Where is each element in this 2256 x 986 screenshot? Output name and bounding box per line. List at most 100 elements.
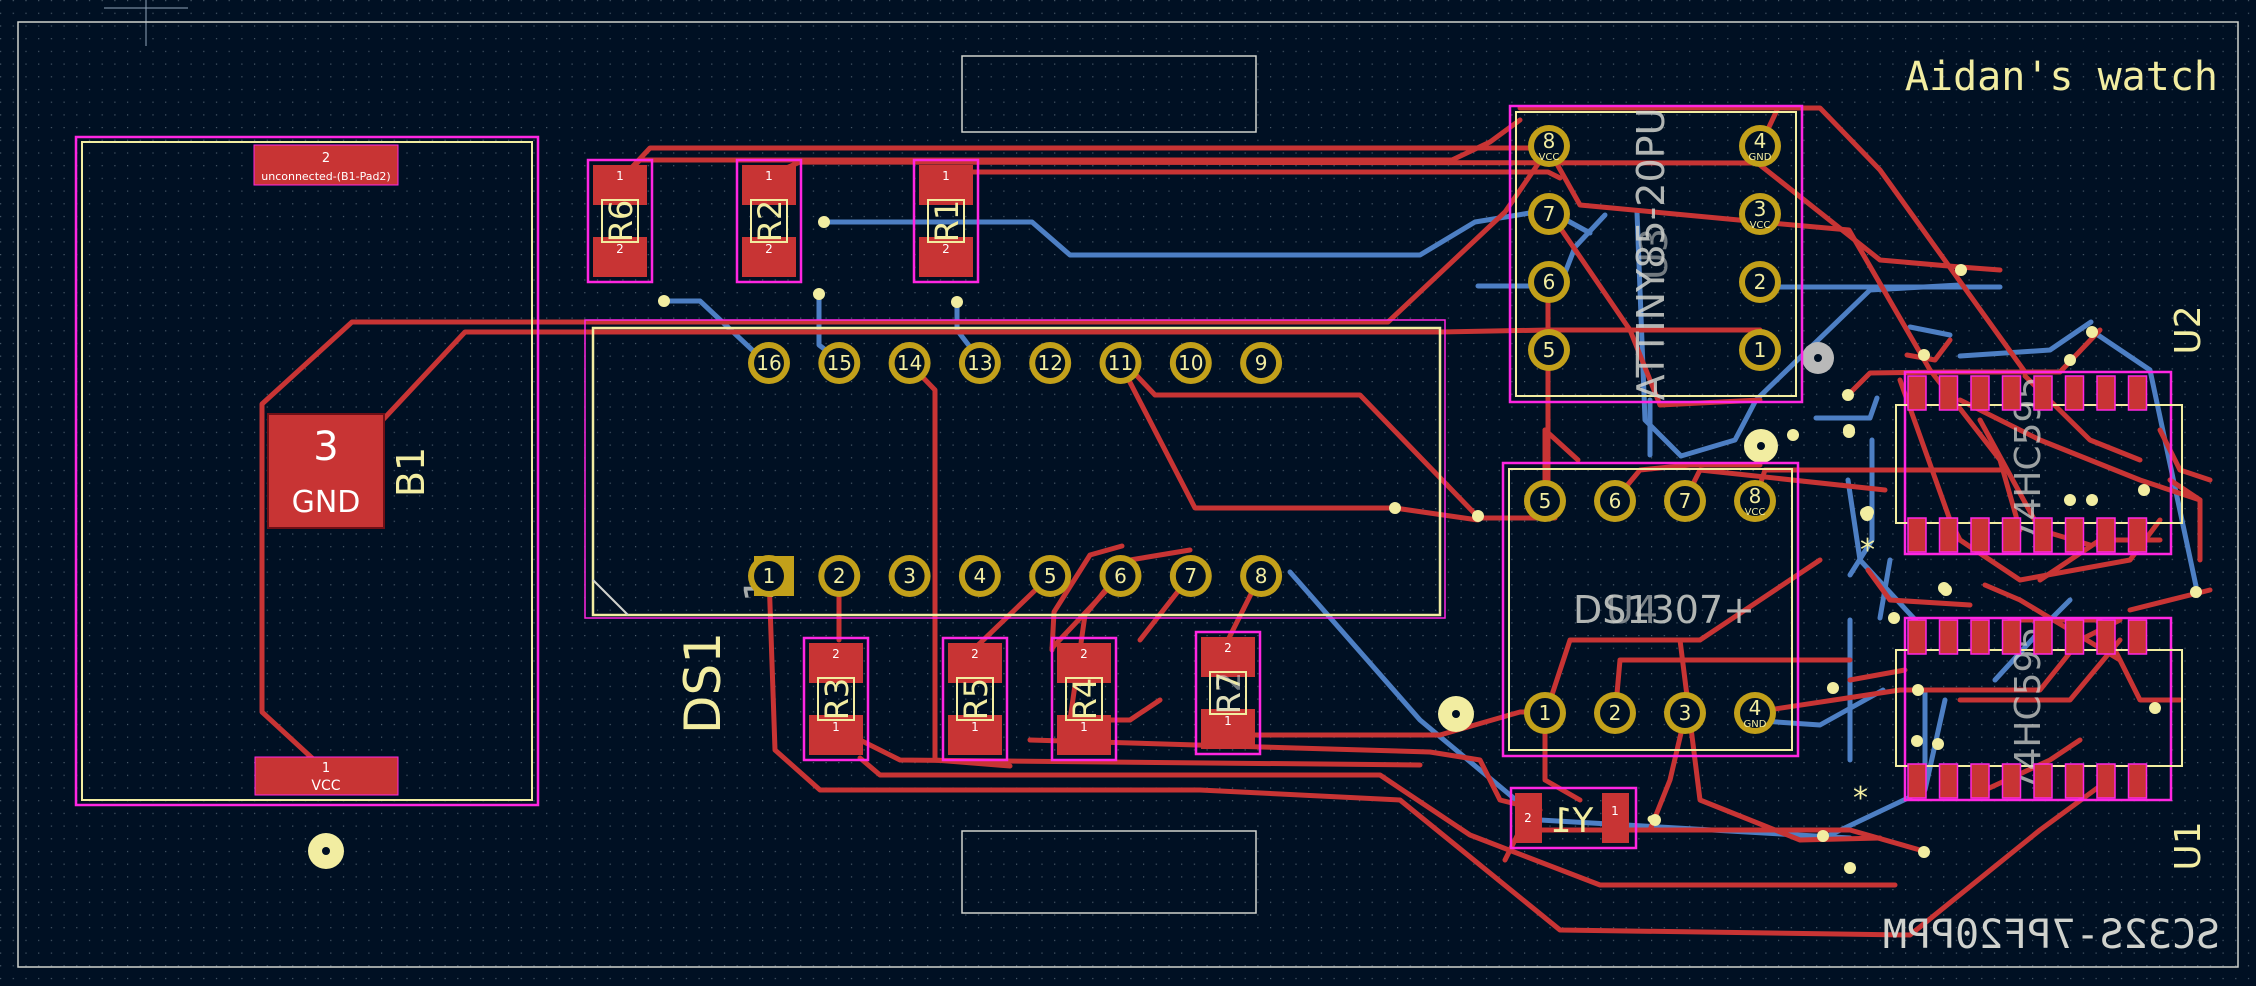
u4-pin-3[interactable]: 3 <box>1664 692 1706 734</box>
ds1-pin-9[interactable]: 9 <box>1240 342 1283 384</box>
u1-pad-top-4[interactable] <box>2001 619 2022 655</box>
chip-u2[interactable]: 74HC595 U2 * <box>1860 305 2209 568</box>
ds1-pin-7[interactable]: 7 <box>1169 555 1212 597</box>
ds1-pin-4[interactable]: 4 <box>958 555 1001 597</box>
r5-pad-top[interactable] <box>948 643 1002 683</box>
ds1-pin-16[interactable]: 16 <box>748 342 790 384</box>
u3-pin-6[interactable]: 6 <box>1528 261 1570 303</box>
u1-pad-bottom-8[interactable] <box>2127 763 2148 799</box>
ds1-pin-3[interactable]: 3 <box>888 555 931 597</box>
ds1-pin-15[interactable]: 15 <box>818 342 861 384</box>
u1-pad-bottom-6[interactable] <box>2064 763 2085 799</box>
u2-pad-top-3[interactable] <box>1970 375 1990 411</box>
u2-pad-top-8[interactable] <box>2127 375 2148 411</box>
u2-pad-top-4[interactable] <box>2001 375 2022 411</box>
r2-pad-top[interactable] <box>742 165 796 205</box>
u2-pad-bottom-1[interactable] <box>1907 517 1927 553</box>
u4-pin-1[interactable]: 1 <box>1524 692 1566 734</box>
ds1-pin-12[interactable]: 12 <box>1029 342 1072 384</box>
u2-pad-bottom-3[interactable] <box>1970 517 1990 553</box>
u1-pad-top-6[interactable] <box>2064 619 2085 655</box>
ds1-pin-1[interactable]: 1 <box>748 555 790 597</box>
r1-pad-top[interactable] <box>919 165 973 205</box>
u2-pad-top-7[interactable] <box>2096 375 2116 411</box>
u1-pad-bottom-1[interactable] <box>1907 763 1927 799</box>
r6-pad-bottom[interactable] <box>593 237 647 277</box>
ds1-pin-8[interactable]: 8 <box>1240 555 1283 597</box>
y1-pad1[interactable] <box>1602 793 1629 843</box>
u4-pin-6[interactable]: 6 <box>1594 480 1636 522</box>
u2-pad-top-6[interactable] <box>2064 375 2085 411</box>
u3-pin-5[interactable]: 5 <box>1528 329 1570 371</box>
u1-pad-bottom-5[interactable] <box>2033 763 2053 799</box>
ds1-pin-2[interactable]: 2 <box>818 555 861 597</box>
b1-pad2[interactable] <box>253 144 399 186</box>
u2-pad-top-1[interactable] <box>1907 375 1927 411</box>
r7-pad-bottom[interactable] <box>1201 709 1255 749</box>
ds1-pin-13[interactable]: 13 <box>958 342 1001 384</box>
r4-pad-bottom[interactable] <box>1057 715 1111 755</box>
ds1-pin-6[interactable]: 6 <box>1099 555 1142 597</box>
r7-pad-top[interactable] <box>1201 637 1255 677</box>
u2-pad-bottom-6[interactable] <box>2064 517 2085 553</box>
u1-pad-top-7[interactable] <box>2096 619 2116 655</box>
ds1-pin-2-number: 2 <box>833 564 846 588</box>
u2-pad-bottom-5[interactable] <box>2033 517 2053 553</box>
b1-pad1[interactable] <box>254 756 399 796</box>
battery-b1[interactable]: 2 unconnected-(B1-Pad2) 1 VCC 3 GND B1 <box>74 135 540 807</box>
u3-pin-2[interactable]: 2 <box>1739 261 1781 303</box>
b1-pad3[interactable] <box>267 413 385 529</box>
r1-pad-bottom[interactable] <box>919 237 973 277</box>
u4-pin-5[interactable]: 5 <box>1524 480 1566 522</box>
via <box>1940 584 1952 596</box>
u1-pad-bottom-4[interactable] <box>2001 763 2022 799</box>
r3-pad-bottom[interactable] <box>809 715 863 755</box>
r4-pad-top[interactable] <box>1057 643 1111 683</box>
ds1-pin-5[interactable]: 5 <box>1029 555 1072 597</box>
u2-pad-top-2[interactable] <box>1938 375 1959 411</box>
ds1-pin-10[interactable]: 10 <box>1169 342 1212 384</box>
chip-u1[interactable]: 74HC595 U1 * <box>1853 616 2209 871</box>
u2-pad-bottom-8[interactable] <box>2127 517 2148 553</box>
u4-pin-7[interactable]: 7 <box>1664 480 1706 522</box>
u3-pin-1[interactable]: 1 <box>1739 329 1781 371</box>
r6-pad-top[interactable] <box>593 165 647 205</box>
u2-pad-top-5[interactable] <box>2033 375 2053 411</box>
r5-pad-bottom[interactable] <box>948 715 1002 755</box>
u1-pad-top-8[interactable] <box>2127 619 2148 655</box>
ds1-pin-11[interactable]: 11 <box>1099 342 1142 384</box>
u4-pin-2[interactable]: 2 <box>1594 692 1636 734</box>
u1-pad-top-5[interactable] <box>2033 619 2053 655</box>
u1-pad-bottom-2[interactable] <box>1938 763 1959 799</box>
u1-pad-bottom-7[interactable] <box>2096 763 2116 799</box>
u3-pin-7[interactable]: 7 <box>1528 193 1570 235</box>
u2-pad-bottom-4[interactable] <box>2001 517 2022 553</box>
ds1-pin-14[interactable]: 14 <box>888 342 931 384</box>
u2-pad-bottom-2[interactable] <box>1938 517 1959 553</box>
u1-pad-top-3[interactable] <box>1970 619 1990 655</box>
r2-pad-bottom[interactable] <box>742 237 796 277</box>
u2-pad-bottom-7[interactable] <box>2096 517 2116 553</box>
y1-pad2[interactable] <box>1515 793 1542 843</box>
u1-pad-bottom-3[interactable] <box>1970 763 1990 799</box>
u1-pad-top-2[interactable] <box>1938 619 1959 655</box>
r3-pad-top[interactable] <box>809 643 863 683</box>
u1-pad-top-1[interactable] <box>1907 619 1927 655</box>
crystal-y1[interactable]: 2 1 Y1 <box>1509 786 1655 850</box>
